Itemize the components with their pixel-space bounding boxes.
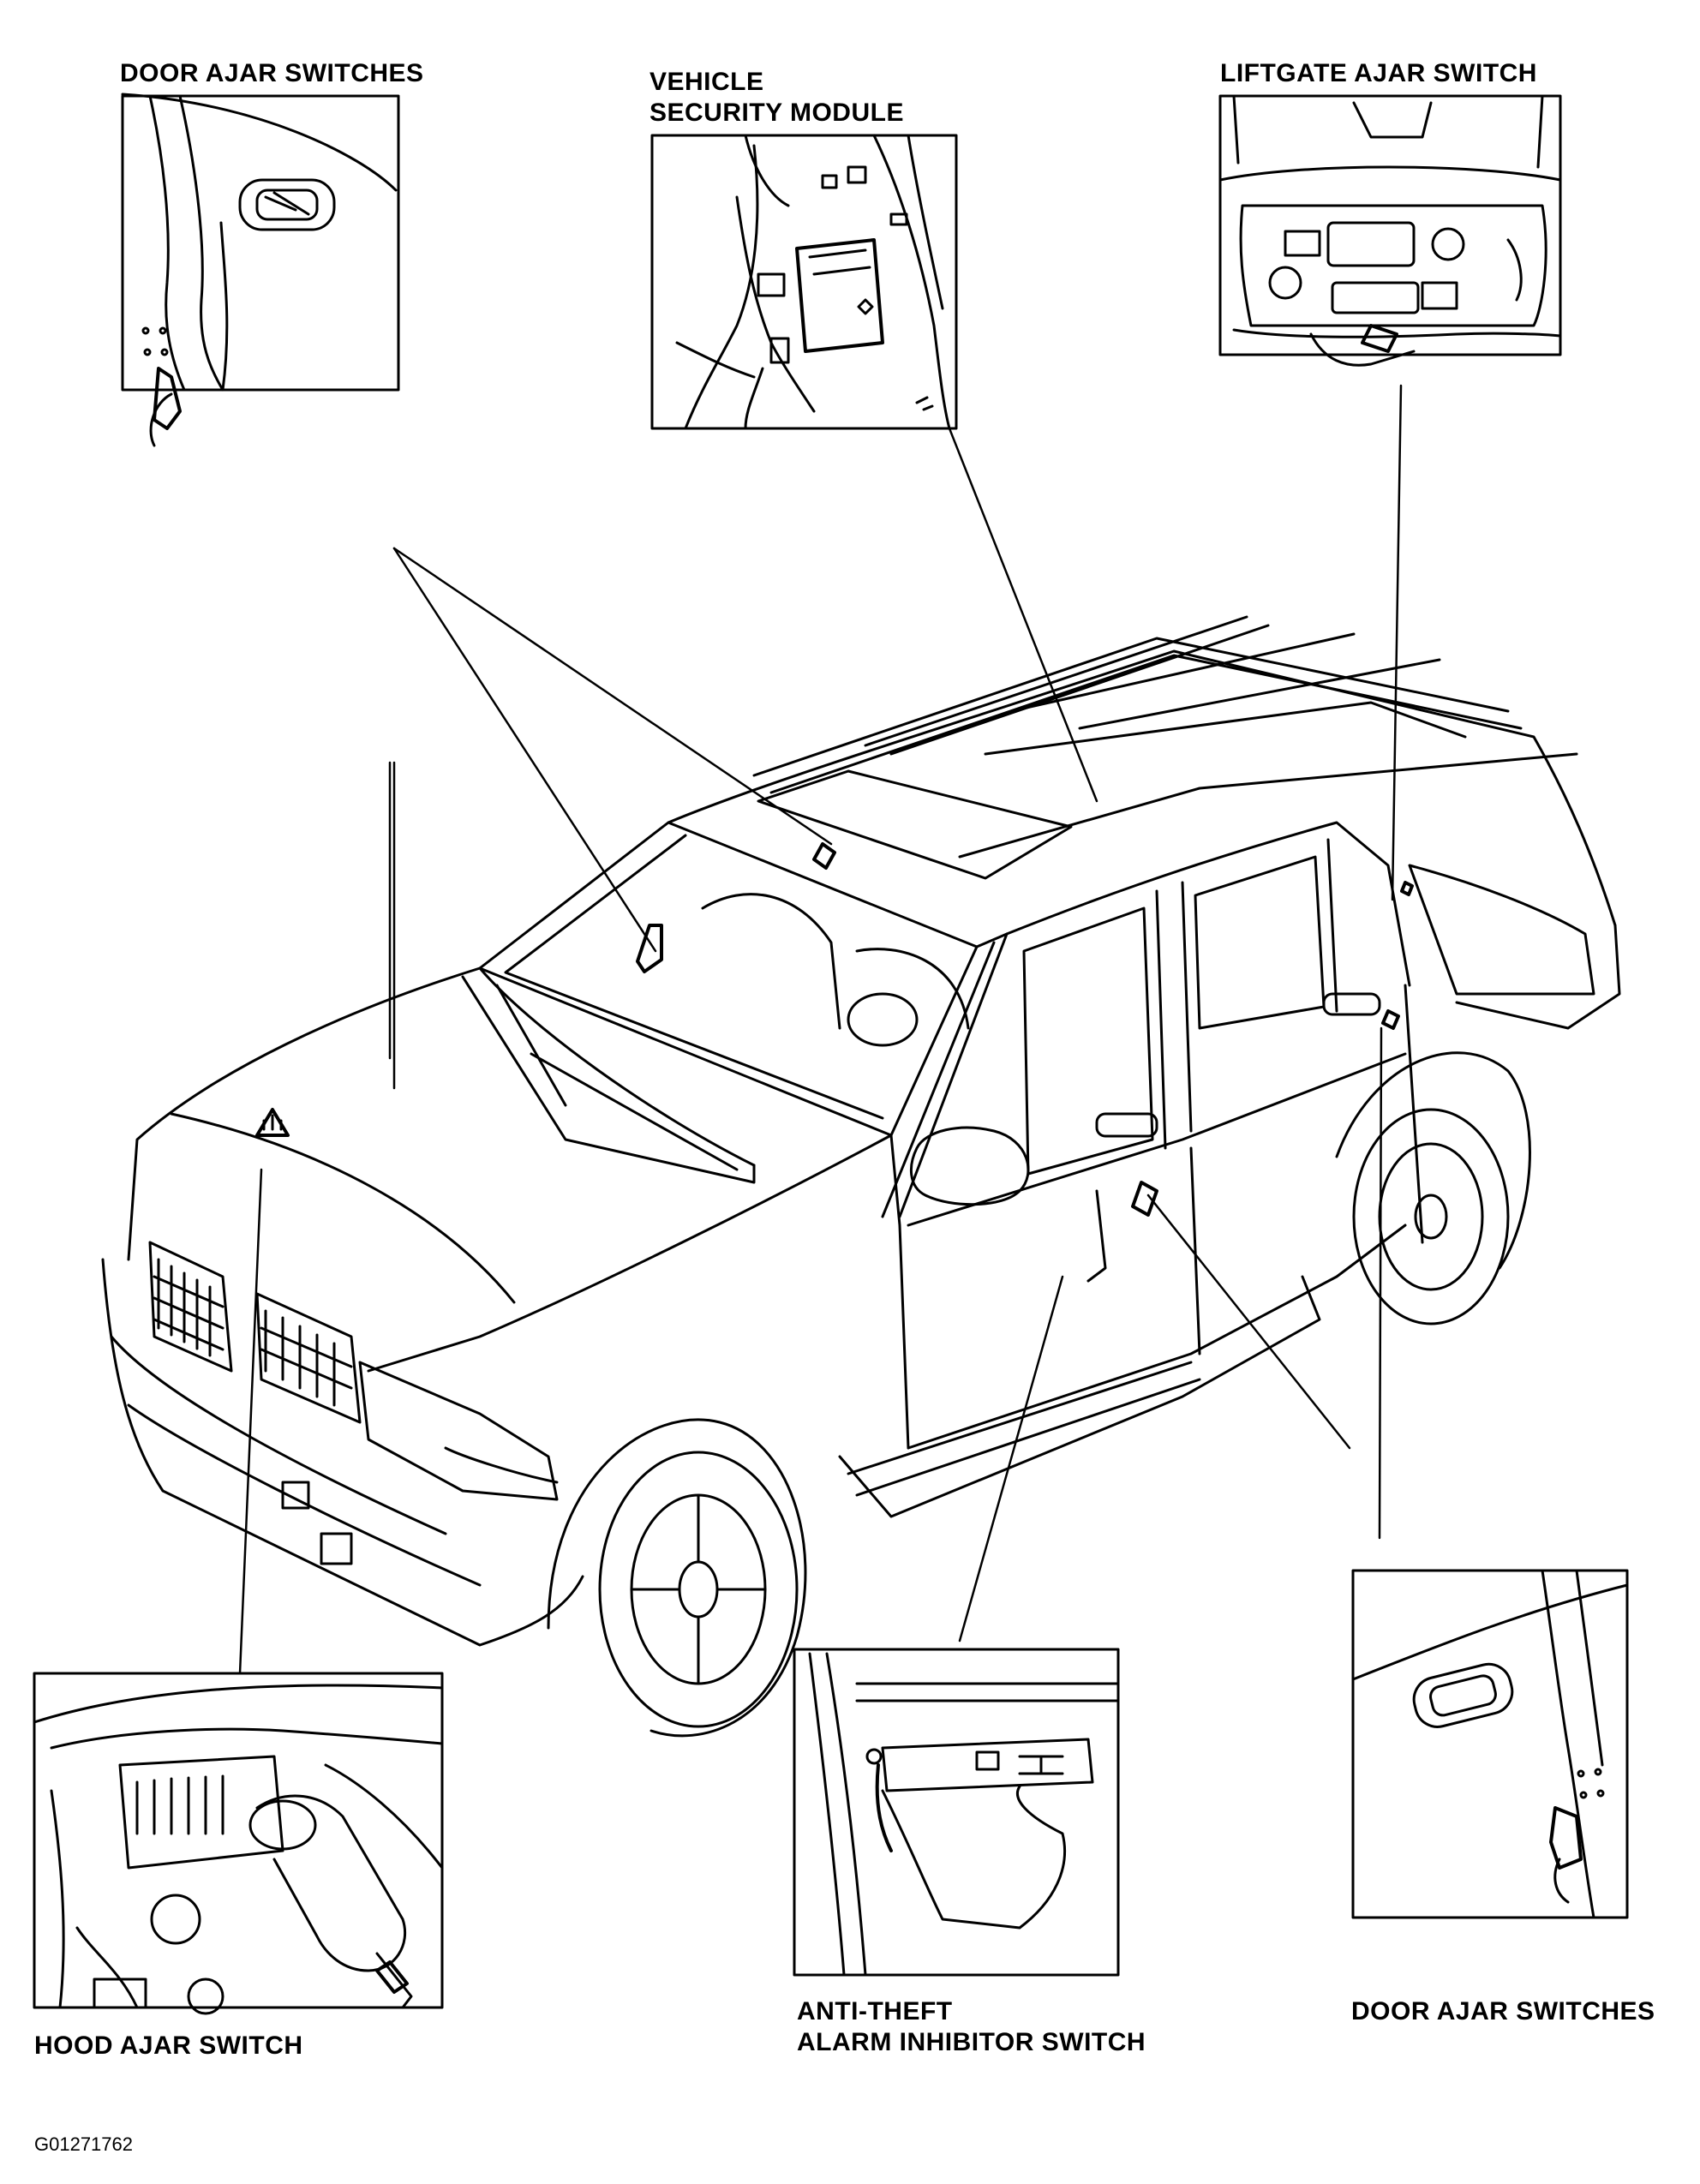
leader-lines — [238, 384, 1403, 1675]
label-vsm-line2: SECURITY MODULE — [649, 99, 904, 127]
label-door-ajar-switches-bottom: DOOR AJAR SWITCHES — [1351, 1997, 1655, 2025]
inset-hood-ajar-switch — [33, 1672, 444, 2015]
label-antitheft-line1: ANTI-THEFT — [797, 1997, 953, 2025]
inset-liftgate-ajar-switch — [1218, 94, 1562, 367]
inset-anti-theft-alarm-inhibitor — [793, 1648, 1120, 1977]
label-liftgate-ajar-switch: LIFTGATE AJAR SWITCH — [1220, 59, 1537, 87]
figure-id: G01271762 — [34, 2133, 133, 2155]
label-vsm-line1: VEHICLE — [649, 68, 764, 96]
label-door-ajar-switches-top: DOOR AJAR SWITCHES — [120, 59, 424, 87]
label-hood-ajar-switch: HOOD AJAR SWITCH — [34, 2031, 303, 2060]
inset-door-ajar-bottom — [1351, 1569, 1629, 1919]
label-antitheft-line2: ALARM INHIBITOR SWITCH — [797, 2028, 1146, 2056]
label-vehicle-security-module: VEHICLE SECURITY MODULE — [649, 67, 904, 129]
inset-door-ajar-top — [121, 93, 400, 447]
inset-vehicle-security-module — [650, 134, 958, 430]
vehicle-body — [101, 615, 1621, 1738]
label-anti-theft-alarm-inhibitor-switch: ANTI-THEFT ALARM INHIBITOR SWITCH — [797, 1996, 1146, 2058]
